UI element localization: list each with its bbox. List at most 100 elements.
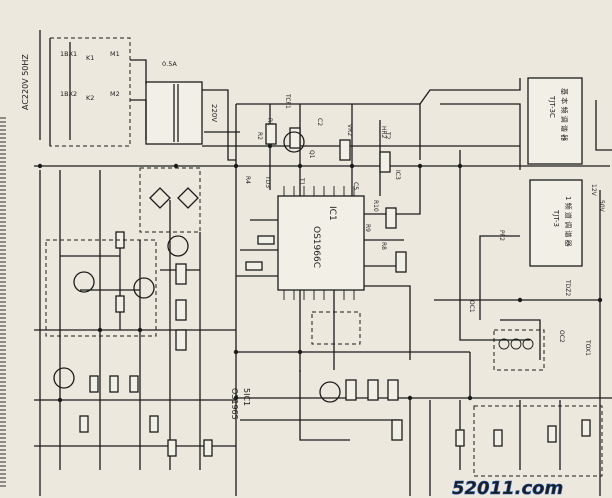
resistor-symbol	[339, 139, 351, 161]
circuit-wiring	[34, 30, 612, 496]
junction-dot	[233, 349, 239, 355]
wire-segment	[440, 103, 521, 170]
resistor-symbol	[175, 263, 187, 285]
junction-dot	[349, 163, 355, 169]
module-outline	[473, 405, 603, 477]
ic2-part-number: OS1965	[230, 388, 239, 420]
junction-dot	[597, 297, 603, 303]
ic1-label: IC1	[327, 206, 337, 221]
resistor-symbol	[289, 127, 301, 149]
transistor-symbol	[73, 271, 95, 293]
component-tag: IC3	[394, 170, 401, 180]
ac-line-label: AC220V 50HZ	[21, 54, 30, 110]
wire-segment	[500, 319, 541, 360]
controller1-model: TJT-3C	[548, 95, 556, 118]
resistor-symbol	[109, 375, 119, 393]
component-tag: R8	[380, 242, 387, 250]
component-tag: OC1	[468, 300, 475, 313]
resistor-symbol	[385, 207, 397, 229]
component-tag: OC2	[558, 330, 565, 343]
junction-dot	[417, 163, 423, 169]
component-tag: T2	[384, 131, 391, 140]
resistor-symbol	[367, 379, 379, 401]
module-outline	[45, 239, 157, 337]
wire-segment	[479, 235, 520, 320]
resistor-symbol	[257, 235, 275, 245]
transistor-symbol	[53, 367, 75, 389]
resistor-symbol	[581, 419, 591, 437]
wire-segment	[419, 78, 521, 105]
resistor-symbol	[167, 439, 177, 457]
component-tag: R1	[266, 118, 273, 126]
site-watermark: 52011.com	[452, 478, 564, 498]
resistor-symbol	[345, 379, 357, 401]
controller2-name: 1 频 道 调 谐 器	[564, 196, 573, 247]
transistor-symbol	[167, 235, 189, 257]
module-outline	[493, 329, 545, 371]
switch-label-k2: K2	[86, 94, 94, 102]
resistor-symbol	[547, 425, 557, 443]
fuse-rating-label: 0.5A	[162, 60, 177, 68]
resistor-symbol	[387, 379, 399, 401]
fuse-label-1: 1BX1	[60, 50, 77, 58]
component-tag: PF2	[498, 230, 505, 241]
ic2-chip: 5IC1 OS1965	[230, 388, 251, 420]
junction-dot	[137, 327, 143, 333]
fuse-label-2: 1BX2	[60, 90, 77, 98]
resistor-symbol	[379, 151, 391, 173]
junction-dot	[297, 163, 303, 169]
junction-dot	[37, 163, 43, 169]
junction-dot	[267, 143, 273, 149]
component-tag: Q1	[308, 150, 315, 159]
junction-dot	[233, 395, 239, 401]
module-outline	[311, 311, 361, 345]
component-tag: TCF1	[284, 93, 291, 109]
resistor-symbol	[149, 415, 159, 433]
controller2-model: TJT-3	[552, 209, 560, 227]
transformer-voltage-label: 220V	[210, 104, 218, 122]
component-tag: R2	[256, 132, 263, 140]
tuner-controller-2: 1 频 道 调 谐 器 TJT-3	[529, 179, 583, 267]
junction-dot	[297, 349, 303, 355]
resistor-symbol	[455, 429, 465, 447]
ic1-chip: IC1 OS1966C	[277, 195, 365, 291]
coil-symbol	[522, 338, 534, 350]
component-tag: HR2	[380, 126, 387, 139]
junction-dot	[467, 395, 473, 401]
component-tag: VR2	[346, 124, 353, 136]
junction-dot	[407, 395, 413, 401]
left-edge-ruler	[0, 117, 6, 487]
resistor-symbol	[203, 439, 213, 457]
resistor-symbol	[245, 261, 263, 271]
junction-dot	[173, 163, 179, 169]
tuner-controller-1: 基 本 频 调 谐 器 TJT-3C	[527, 77, 583, 165]
resistor-symbol	[175, 299, 187, 321]
component-tag: TDZ2	[564, 279, 571, 296]
junction-dot	[457, 163, 463, 169]
resistor-symbol	[265, 123, 277, 145]
component-tag: C2	[316, 118, 323, 126]
component-tag: 12V	[590, 184, 597, 197]
component-tag: 50V	[598, 200, 605, 213]
ac-input-block: AC220V 50HZ 1BX1 1BX2 K1 M1 K2 M2 0.5A	[21, 37, 177, 147]
junction-dot	[233, 163, 239, 169]
coil-symbol	[498, 338, 510, 350]
resistor-symbol	[391, 419, 403, 441]
resistor-symbol	[175, 329, 187, 351]
resistor-symbol	[493, 429, 503, 447]
junction-dot	[97, 327, 103, 333]
resistor-symbol	[89, 375, 99, 393]
switch-label-m1: M1	[110, 50, 120, 58]
wire-segment	[130, 59, 147, 84]
component-tag: C5	[352, 182, 359, 190]
resistor-symbol	[395, 251, 407, 273]
controller1-name: 基 本 频 调 谐 器	[560, 88, 569, 141]
wire-segment	[130, 99, 147, 140]
junction-dot	[517, 297, 523, 303]
switch-label-m2: M2	[110, 90, 120, 98]
component-tag: TD3	[264, 175, 271, 188]
transistor-symbol	[283, 131, 305, 153]
switch-label-k1: K1	[86, 54, 94, 62]
